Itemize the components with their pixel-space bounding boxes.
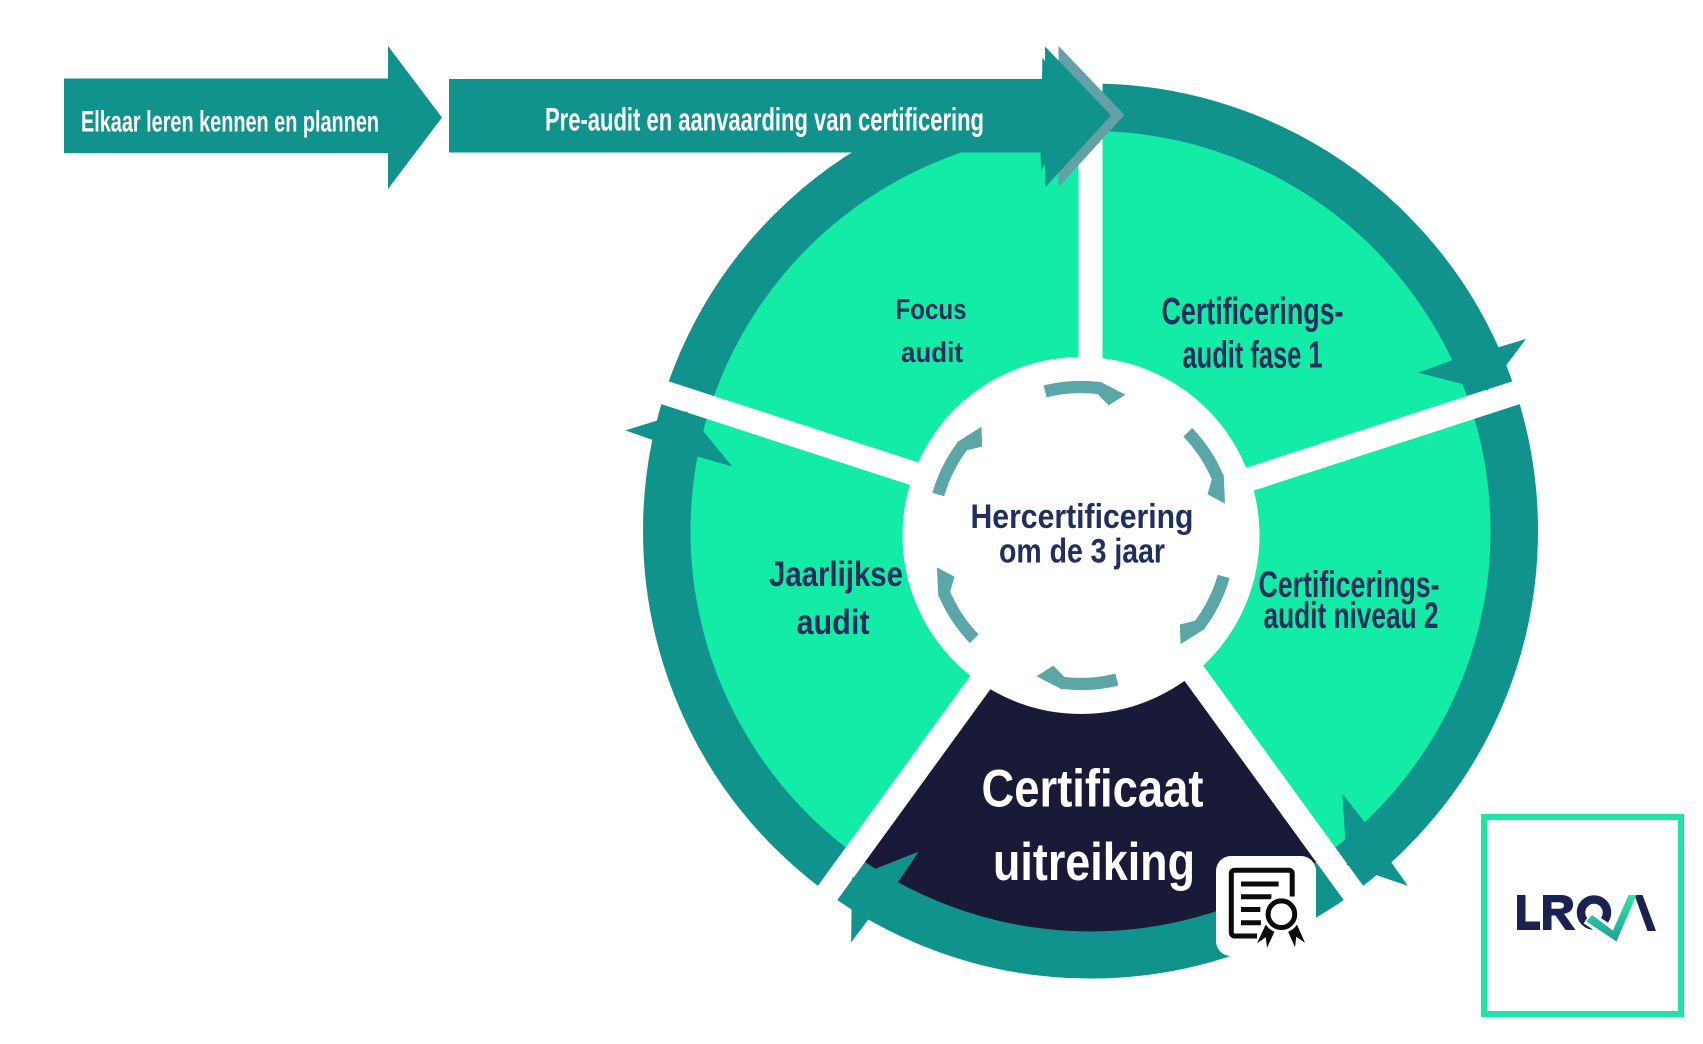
svg-text:Jaarlijkse: Jaarlijkse xyxy=(769,555,903,594)
svg-text:Elkaar leren kennen en plannen: Elkaar leren kennen en plannen xyxy=(81,106,379,139)
svg-text:audit fase 1: audit fase 1 xyxy=(1183,335,1323,377)
svg-text:Certificerings-: Certificerings- xyxy=(1162,291,1344,333)
svg-text:om de 3 jaar: om de 3 jaar xyxy=(999,533,1165,571)
svg-text:Certificaat: Certificaat xyxy=(982,759,1204,818)
svg-text:Hercertificering: Hercertificering xyxy=(971,498,1194,536)
svg-text:Pre-audit en aanvaarding van c: Pre-audit en aanvaarding van certificeri… xyxy=(545,102,984,138)
svg-text:Certificerings-: Certificerings- xyxy=(1259,564,1440,605)
svg-text:Focus: Focus xyxy=(896,294,967,326)
svg-text:audit: audit xyxy=(797,603,870,642)
svg-text:audit niveau 2: audit niveau 2 xyxy=(1264,595,1439,636)
svg-text:audit: audit xyxy=(901,337,963,369)
svg-text:uitreiking: uitreiking xyxy=(993,833,1195,892)
